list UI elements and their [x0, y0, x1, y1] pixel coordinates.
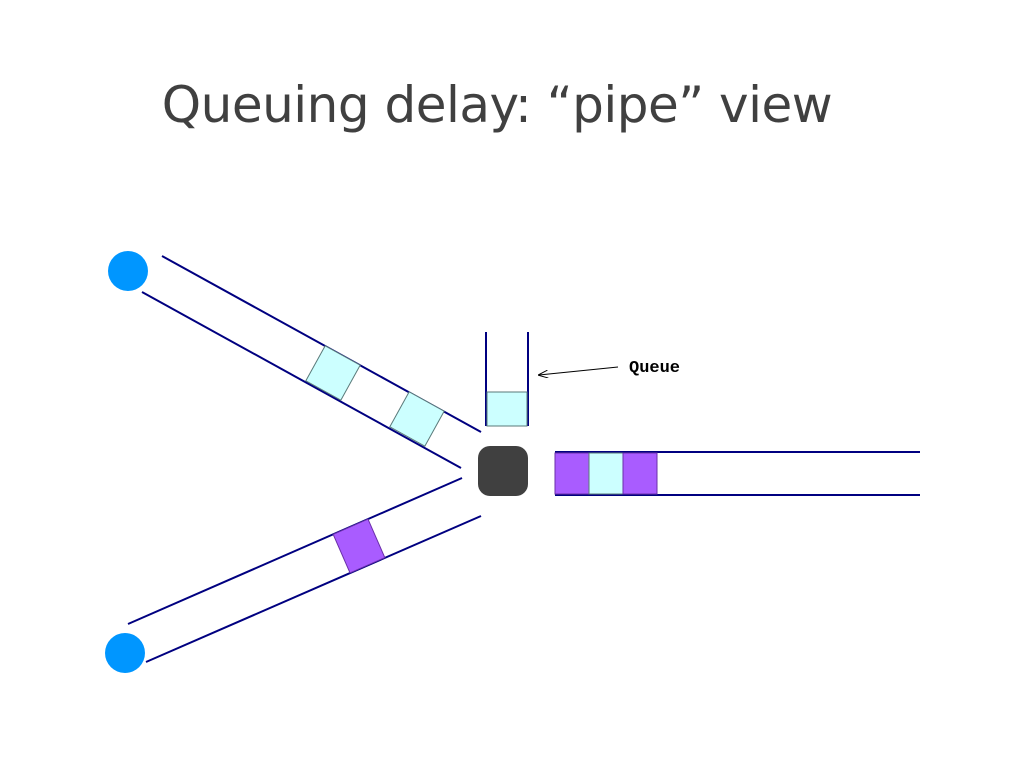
- queued-packet-cyan: [486, 391, 528, 427]
- upper-input-pipe: [141, 255, 482, 469]
- slide-title: Queuing delay: “pipe” view: [161, 76, 833, 134]
- queue-buffer: [485, 332, 529, 427]
- upper-pipe-packet-cyan-2: [389, 391, 445, 447]
- upper-pipe-bottom-wall: [141, 291, 462, 469]
- lower-pipe-packet-purple: [332, 518, 386, 574]
- output-packet-purple-2: [622, 452, 658, 495]
- queue-label: Queue: [629, 359, 680, 378]
- upper-host-node: [108, 251, 148, 291]
- output-pipe: [554, 451, 920, 496]
- router-node: [478, 446, 528, 496]
- output-packet-cyan: [588, 452, 624, 495]
- lower-pipe-top-wall: [127, 477, 463, 625]
- lower-input-pipe: [127, 477, 482, 663]
- queue-pointer-arrow: [539, 366, 619, 375]
- lower-pipe-bottom-wall: [145, 515, 482, 663]
- lower-host-node: [105, 633, 145, 673]
- upper-pipe-packet-cyan-1: [305, 345, 361, 401]
- output-packet-purple-1: [554, 452, 590, 495]
